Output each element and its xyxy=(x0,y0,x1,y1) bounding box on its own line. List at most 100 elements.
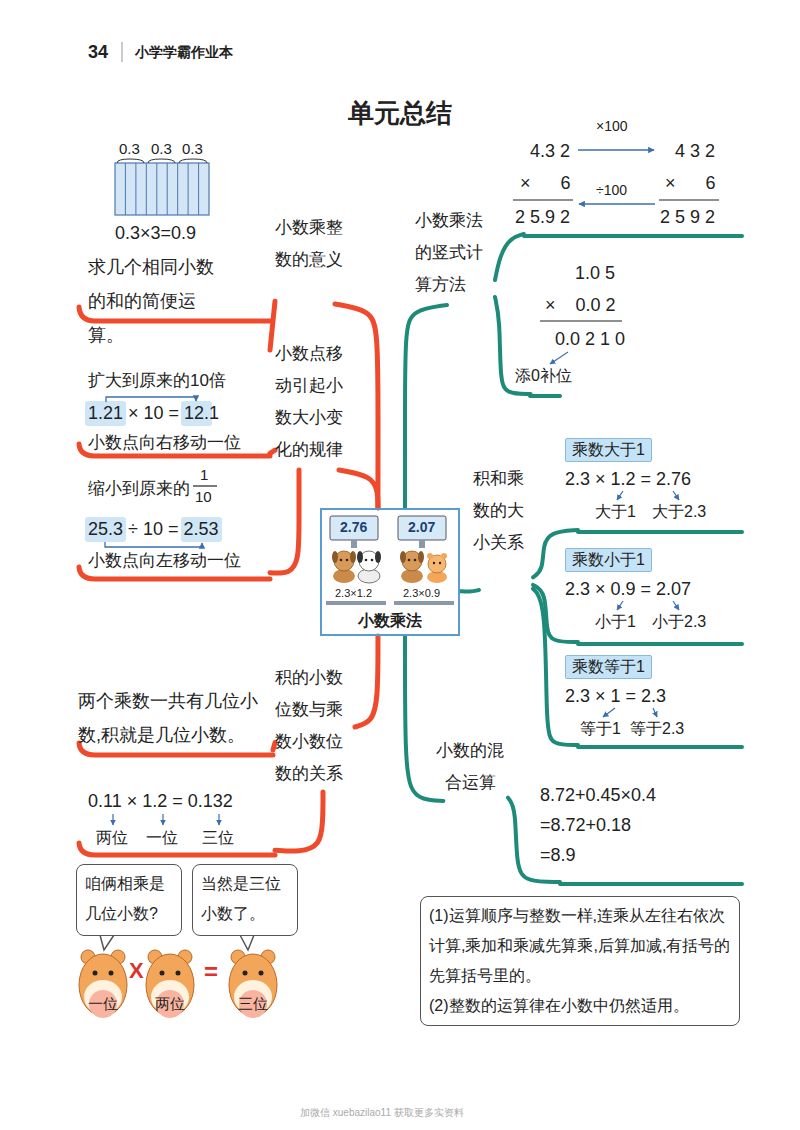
node-text: 等于1 xyxy=(580,719,621,739)
node-text: 2.3 × 1.2 = 2.76 xyxy=(565,468,691,490)
node-text: 两位 xyxy=(96,828,128,848)
node-text: 小数点向左移动一位 xyxy=(88,550,241,572)
fraction-bar xyxy=(193,485,217,486)
node-text: 三位 xyxy=(202,828,234,848)
node-text: (1)运算顺序与整数一样,连乘从左往右依次计算,乘加和乘减先算乘,后算加减,有括… xyxy=(429,901,731,991)
node-text: 4 3 2 xyxy=(675,140,715,162)
scale-label: 2.3×0.9 xyxy=(403,587,440,599)
node-text: 0.11 × 1.2 = 0.132 xyxy=(88,790,233,812)
node-text: 小数乘整数的意义 xyxy=(275,212,355,276)
node-text: 小数点向右移动一位 xyxy=(88,432,241,454)
node-text: 2.3 × 1 = 2.3 xyxy=(565,685,666,707)
branch-line xyxy=(270,470,299,573)
node-text: 等于2.3 xyxy=(630,719,684,739)
node-text: 4.3 2 xyxy=(530,140,570,162)
content-block: 缩小到原来的 1 10 25.3 ÷ 10 = 2.53 小数点向左移动一位 xyxy=(80,466,270,576)
node-text: 1 xyxy=(200,466,208,484)
equals-sign: = xyxy=(204,958,218,986)
column-calculation: 4.3 2×1004 3 2× 6× 62 5.9 2÷1002 5 9 2 xyxy=(505,118,740,234)
node-text: 大于2.3 xyxy=(652,502,706,522)
node-text: 缩小到原来的 xyxy=(88,478,190,500)
node-text: 25.3 ÷ 10 = 2.53 xyxy=(88,518,218,540)
branch-label: 积的小数位数与乘数小数位数的关系 xyxy=(275,662,355,792)
branch-line xyxy=(335,304,378,508)
node-text: 小数点移动引起小数大小变化的规律 xyxy=(275,338,355,466)
bubble-tail xyxy=(100,935,254,950)
page-number: 34 xyxy=(88,42,108,63)
speech-bubble: 当然是三位小数了。 xyxy=(192,864,298,936)
watermark: 加微信 xuebazilao11 获取更多实资料 xyxy=(300,1106,464,1120)
column-calculation: 1.0 5× 0.0 20.0 2 1 0添0补位 xyxy=(515,262,645,394)
node-text: 两个乘数一共有几位小数,积就是几位小数。 xyxy=(78,684,273,752)
branch-line xyxy=(275,792,323,851)
content-block: 0.11 × 1.2 = 0.132 两位一位 三位 xyxy=(80,790,275,852)
belly-label: 三位 xyxy=(238,995,268,1013)
node-text: 小数乘法 xyxy=(324,610,456,632)
node-text: 8.72+0.45×0.4 xyxy=(540,784,656,806)
node-text: × 6 xyxy=(520,172,571,194)
belly-label: 一位 xyxy=(88,995,118,1013)
branch-tail xyxy=(79,236,742,884)
branch-line xyxy=(270,450,275,453)
bar-label: 0.3 xyxy=(119,140,140,158)
node-text: 咱俩相乘是几位小数? xyxy=(85,869,173,929)
node-text: 扩大到原来的10倍 xyxy=(88,370,226,392)
comparison-block: 乘数等于1 2.3 × 1 = 2.3 等于1 等于2.3 xyxy=(560,655,740,745)
node-text: 2.3 × 0.9 = 2.07 xyxy=(565,578,691,600)
node-text: 1.21 × 10 = 12.1 xyxy=(88,402,219,424)
branch-line xyxy=(508,798,560,882)
times-sign: X xyxy=(129,958,144,984)
scale-label: 2.3×1.2 xyxy=(335,587,372,599)
branch-line xyxy=(270,301,275,350)
comparison-block: 乘数小于1 2.3 × 0.9 = 2.07 小于1 小于2.3 xyxy=(560,548,740,642)
node-text: 积和乘数的大小关系 xyxy=(473,463,533,559)
node-text: 小于2.3 xyxy=(652,612,706,632)
bar-model xyxy=(115,159,209,215)
node-text: × 6 xyxy=(665,172,716,194)
node-text: 一位 xyxy=(146,828,178,848)
content-block: 8.72+0.45×0.4=8.72+0.18=8.9 xyxy=(540,784,740,882)
scale-arrow xyxy=(578,150,655,204)
center-picture xyxy=(320,508,460,636)
branch-label: 积和乘数的大小关系 xyxy=(473,463,533,590)
condition-tag: 乘数等于1 xyxy=(565,655,652,679)
header-rule xyxy=(122,42,123,62)
node-text: 小于1 xyxy=(595,612,636,632)
branch-label: 小数乘法的竖式计算方法 xyxy=(415,205,495,305)
node-text: 小数的混合运算 xyxy=(432,735,508,799)
scale-display: 2.07 xyxy=(408,519,435,535)
rule-box: (1)运算顺序与整数一样,连乘从左往右依次计算,乘加和乘减先算乘,后算加减,有括… xyxy=(420,896,740,1026)
column-rule xyxy=(513,200,719,321)
node-text: 当然是三位小数了。 xyxy=(201,869,289,929)
page-title: 单元总结 xyxy=(0,96,800,131)
book-title: 小学学霸作业本 xyxy=(135,44,233,62)
branch-line xyxy=(405,305,447,508)
branch-label: 小数点移动引起小数大小变化的规律 xyxy=(275,338,355,470)
node-text: 2 5.9 2 xyxy=(515,206,570,228)
center-topic: 小数乘法 xyxy=(320,508,460,636)
highlight xyxy=(85,401,222,542)
content-block: 两个乘数一共有几位小数,积就是几位小数。 xyxy=(78,684,273,752)
node-text: (2)整数的运算律在小数中仍然适用。 xyxy=(429,991,731,1021)
branch-line xyxy=(273,743,275,750)
condition-tag: 乘数小于1 xyxy=(565,548,652,572)
bar-label: 0.3 xyxy=(182,140,203,158)
branch-line xyxy=(460,590,479,592)
node-text: 求几个相同小数的和的简便运算。 xyxy=(88,250,228,352)
branch-line xyxy=(495,234,524,280)
hamster xyxy=(79,950,277,1018)
bar-label: 0.3 xyxy=(151,140,172,158)
node-text: 0.0 2 1 0 xyxy=(555,328,625,350)
content-block: 扩大到原来的10倍 1.21 × 10 = 12.1 小数点向右移动一位 xyxy=(80,370,270,456)
node-text: =8.9 xyxy=(540,844,576,866)
node-text: 2 5 9 2 xyxy=(660,206,715,228)
comparison-block: 乘数大于1 2.3 × 1.2 = 2.76 大于1 大于2.3 xyxy=(560,438,740,530)
node-text: 小数乘法的竖式计算方法 xyxy=(415,205,495,301)
condition-tag: 乘数大于1 xyxy=(565,438,652,462)
scale-display: 2.76 xyxy=(340,519,367,535)
node-text: 1.0 5 xyxy=(575,262,615,284)
branch-label: 小数乘整数的意义 xyxy=(275,212,355,304)
node-text: 大于1 xyxy=(595,502,636,522)
node-text: 积的小数位数与乘数小数位数的关系 xyxy=(275,662,355,790)
node-text: 10 xyxy=(195,488,212,506)
